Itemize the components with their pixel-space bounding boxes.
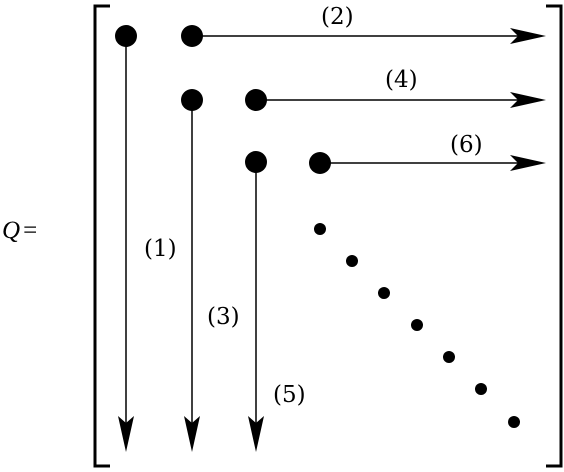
matrix-entry-dot (181, 25, 203, 47)
ellipsis-dot (508, 416, 520, 428)
diagonal-ellipsis (314, 223, 520, 428)
arrowhead-right-icon (510, 155, 546, 171)
ellipsis-dot (475, 383, 487, 395)
label-6: (6) (450, 132, 483, 158)
vertical-arrow-1 (118, 36, 134, 452)
arrowhead-right-icon (510, 92, 546, 108)
label-5: (5) (273, 382, 306, 408)
arrowhead-down-icon (184, 416, 200, 452)
horizontal-arrow-4 (256, 92, 546, 108)
vertical-arrow-5 (248, 162, 264, 452)
ellipsis-dot (411, 319, 423, 331)
ellipsis-dot (314, 223, 326, 235)
matrix-entry-dot (115, 25, 137, 47)
equation-lhs: Q= (2, 217, 37, 244)
matrix-entry-dot (181, 89, 203, 111)
equation-equals-sign: = (23, 217, 37, 244)
label-4: (4) (385, 67, 418, 93)
ellipsis-dot (346, 255, 358, 267)
ellipsis-dot (443, 351, 455, 363)
arrowhead-down-icon (118, 416, 134, 452)
arrowhead-right-icon (510, 28, 546, 44)
matrix-entry-dot (245, 89, 267, 111)
matrix-entry-dot (245, 151, 267, 173)
matrix-entry-dot (309, 152, 331, 174)
horizontal-arrow-6 (320, 155, 546, 171)
vertical-arrow-3 (184, 100, 200, 452)
right-bracket (546, 4, 563, 468)
label-3: (3) (207, 304, 240, 330)
horizontal-arrow-2 (192, 28, 546, 44)
label-2: (2) (321, 4, 354, 30)
ellipsis-dot (378, 287, 390, 299)
left-bracket (93, 4, 110, 468)
arrowhead-down-icon (248, 416, 264, 452)
equation-variable: Q (2, 217, 20, 244)
label-1: (1) (144, 236, 177, 262)
